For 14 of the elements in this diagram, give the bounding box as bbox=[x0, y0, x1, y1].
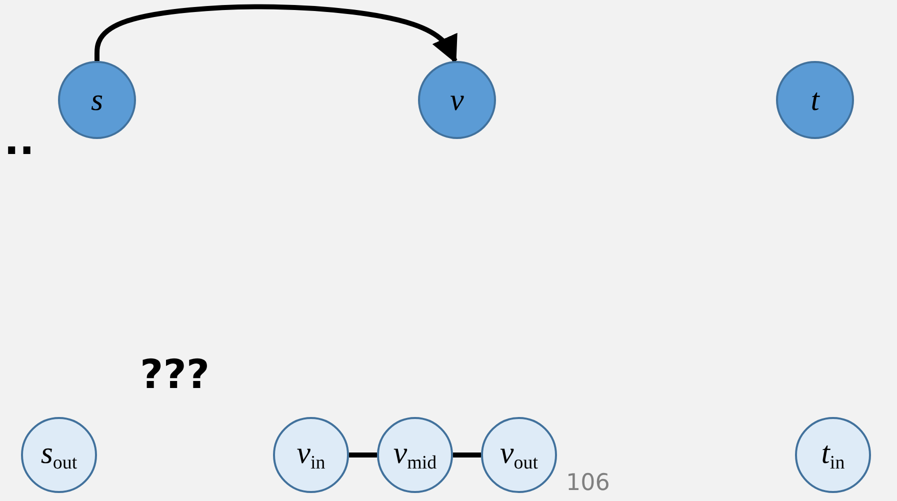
ellipsis-dots: .. bbox=[4, 118, 34, 164]
connector-line bbox=[349, 452, 377, 458]
node-label: v$_{in}$ bbox=[296, 435, 326, 475]
node-label: s$_{out}$ bbox=[40, 435, 78, 475]
node-label: v bbox=[450, 82, 464, 118]
node-label: s bbox=[90, 82, 104, 118]
arrow bbox=[94, 4, 458, 64]
question-marks: ??? bbox=[140, 352, 210, 398]
page-number: 106 bbox=[566, 470, 610, 496]
node-label: v$_{out}$ bbox=[500, 435, 538, 475]
node-label: t bbox=[810, 82, 820, 118]
node-label: v$_{mid}$ bbox=[393, 435, 437, 475]
node-label: t$_{in}$ bbox=[821, 435, 845, 475]
connector-line bbox=[453, 452, 481, 458]
